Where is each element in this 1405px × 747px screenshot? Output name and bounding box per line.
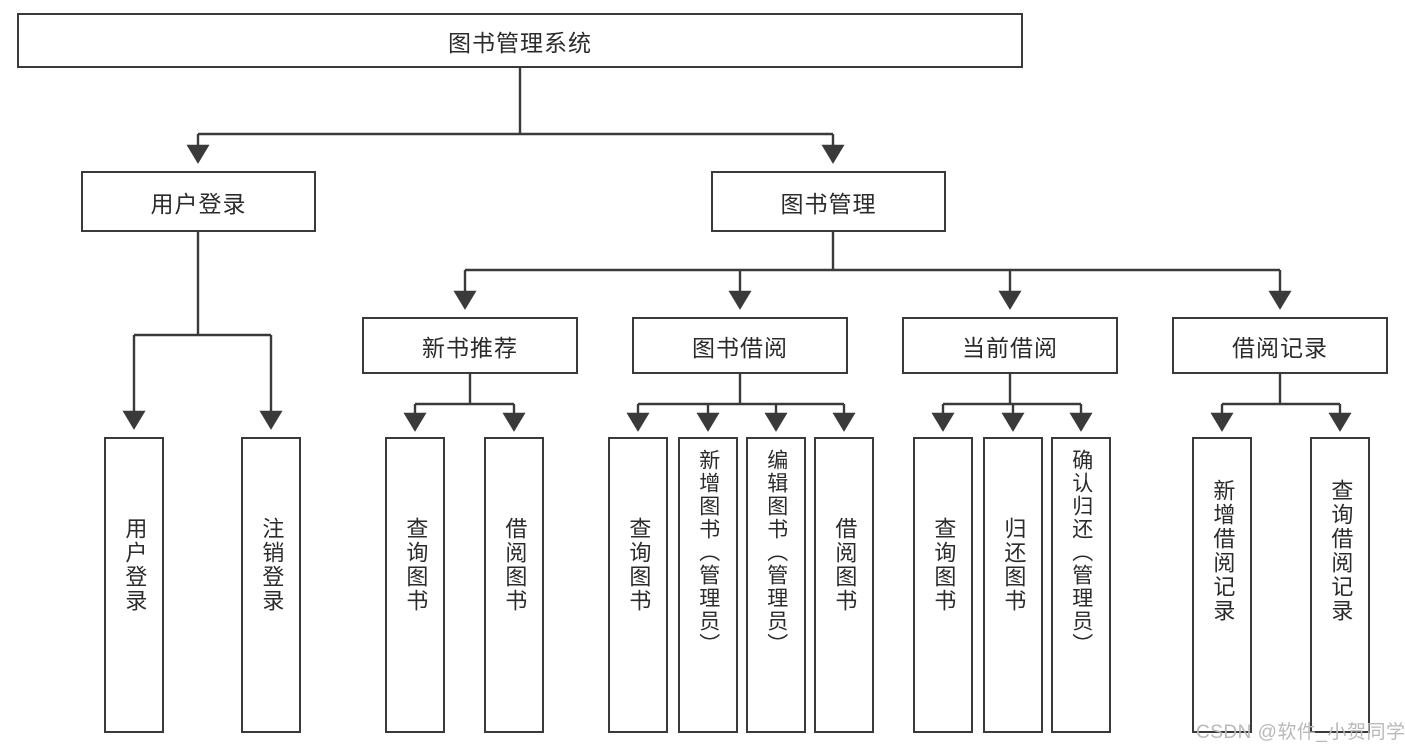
node-leaf-current-return-book[interactable]: 归还图书 xyxy=(983,437,1043,733)
node-leaf-current-return-book-label: 归还图书 xyxy=(1001,517,1027,613)
node-leaf-current-confirm-return[interactable]: 确认归还（管理员） xyxy=(1051,437,1111,733)
csdn-watermark: CSDN @软件_小贺同学 xyxy=(1196,722,1405,743)
node-leaf-borrow-borrow-book[interactable]: 借阅图书 xyxy=(814,437,874,733)
node-leaf-borrow-query-book[interactable]: 查询图书 xyxy=(608,437,668,733)
node-leaf-borrow-edit-book[interactable]: 编辑图书（管理员） xyxy=(746,437,806,733)
node-leaf-rec-query-book-label: 查询图书 xyxy=(403,517,429,613)
node-leaf-record-add-label: 新增借阅记录 xyxy=(1210,479,1236,623)
node-new-book-recommend[interactable]: 新书推荐 xyxy=(362,317,578,374)
node-leaf-current-confirm-return-label: 确认归还（管理员） xyxy=(1069,449,1093,656)
node-leaf-borrow-query-book-label: 查询图书 xyxy=(626,517,652,613)
node-leaf-user-login-label: 用户登录 xyxy=(122,517,148,613)
node-new-book-recommend-label: 新书推荐 xyxy=(422,334,518,361)
node-leaf-user-logout[interactable]: 注销登录 xyxy=(241,437,301,733)
node-leaf-record-add[interactable]: 新增借阅记录 xyxy=(1192,437,1252,733)
node-leaf-borrow-borrow-book-label: 借阅图书 xyxy=(832,517,858,613)
node-user-login[interactable]: 用户登录 xyxy=(81,171,316,232)
node-leaf-borrow-add-book[interactable]: 新增图书（管理员） xyxy=(678,437,738,733)
node-leaf-rec-borrow-book[interactable]: 借阅图书 xyxy=(484,437,544,733)
node-book-manage[interactable]: 图书管理 xyxy=(711,171,946,232)
node-leaf-record-query[interactable]: 查询借阅记录 xyxy=(1310,437,1370,733)
node-leaf-borrow-add-book-label: 新增图书（管理员） xyxy=(696,449,720,656)
node-book-borrow[interactable]: 图书借阅 xyxy=(632,317,848,374)
node-leaf-current-query-book[interactable]: 查询图书 xyxy=(913,437,973,733)
node-leaf-rec-borrow-book-label: 借阅图书 xyxy=(502,517,528,613)
node-leaf-current-query-book-label: 查询图书 xyxy=(931,517,957,613)
node-leaf-rec-query-book[interactable]: 查询图书 xyxy=(385,437,445,733)
node-book-manage-label: 图书管理 xyxy=(780,190,877,217)
node-root-label: 图书管理系统 xyxy=(448,29,592,56)
node-borrow-record[interactable]: 借阅记录 xyxy=(1172,317,1388,374)
node-current-borrow-label: 当前借阅 xyxy=(962,334,1058,361)
node-current-borrow[interactable]: 当前借阅 xyxy=(902,317,1118,374)
node-leaf-user-logout-label: 注销登录 xyxy=(259,517,285,613)
node-root[interactable]: 图书管理系统 xyxy=(17,13,1023,68)
node-leaf-borrow-edit-book-label: 编辑图书（管理员） xyxy=(764,449,788,656)
node-book-borrow-label: 图书借阅 xyxy=(692,334,788,361)
node-borrow-record-label: 借阅记录 xyxy=(1232,334,1328,361)
node-leaf-record-query-label: 查询借阅记录 xyxy=(1328,479,1354,623)
node-user-login-label: 用户登录 xyxy=(150,190,247,217)
node-leaf-user-login[interactable]: 用户登录 xyxy=(104,437,164,733)
